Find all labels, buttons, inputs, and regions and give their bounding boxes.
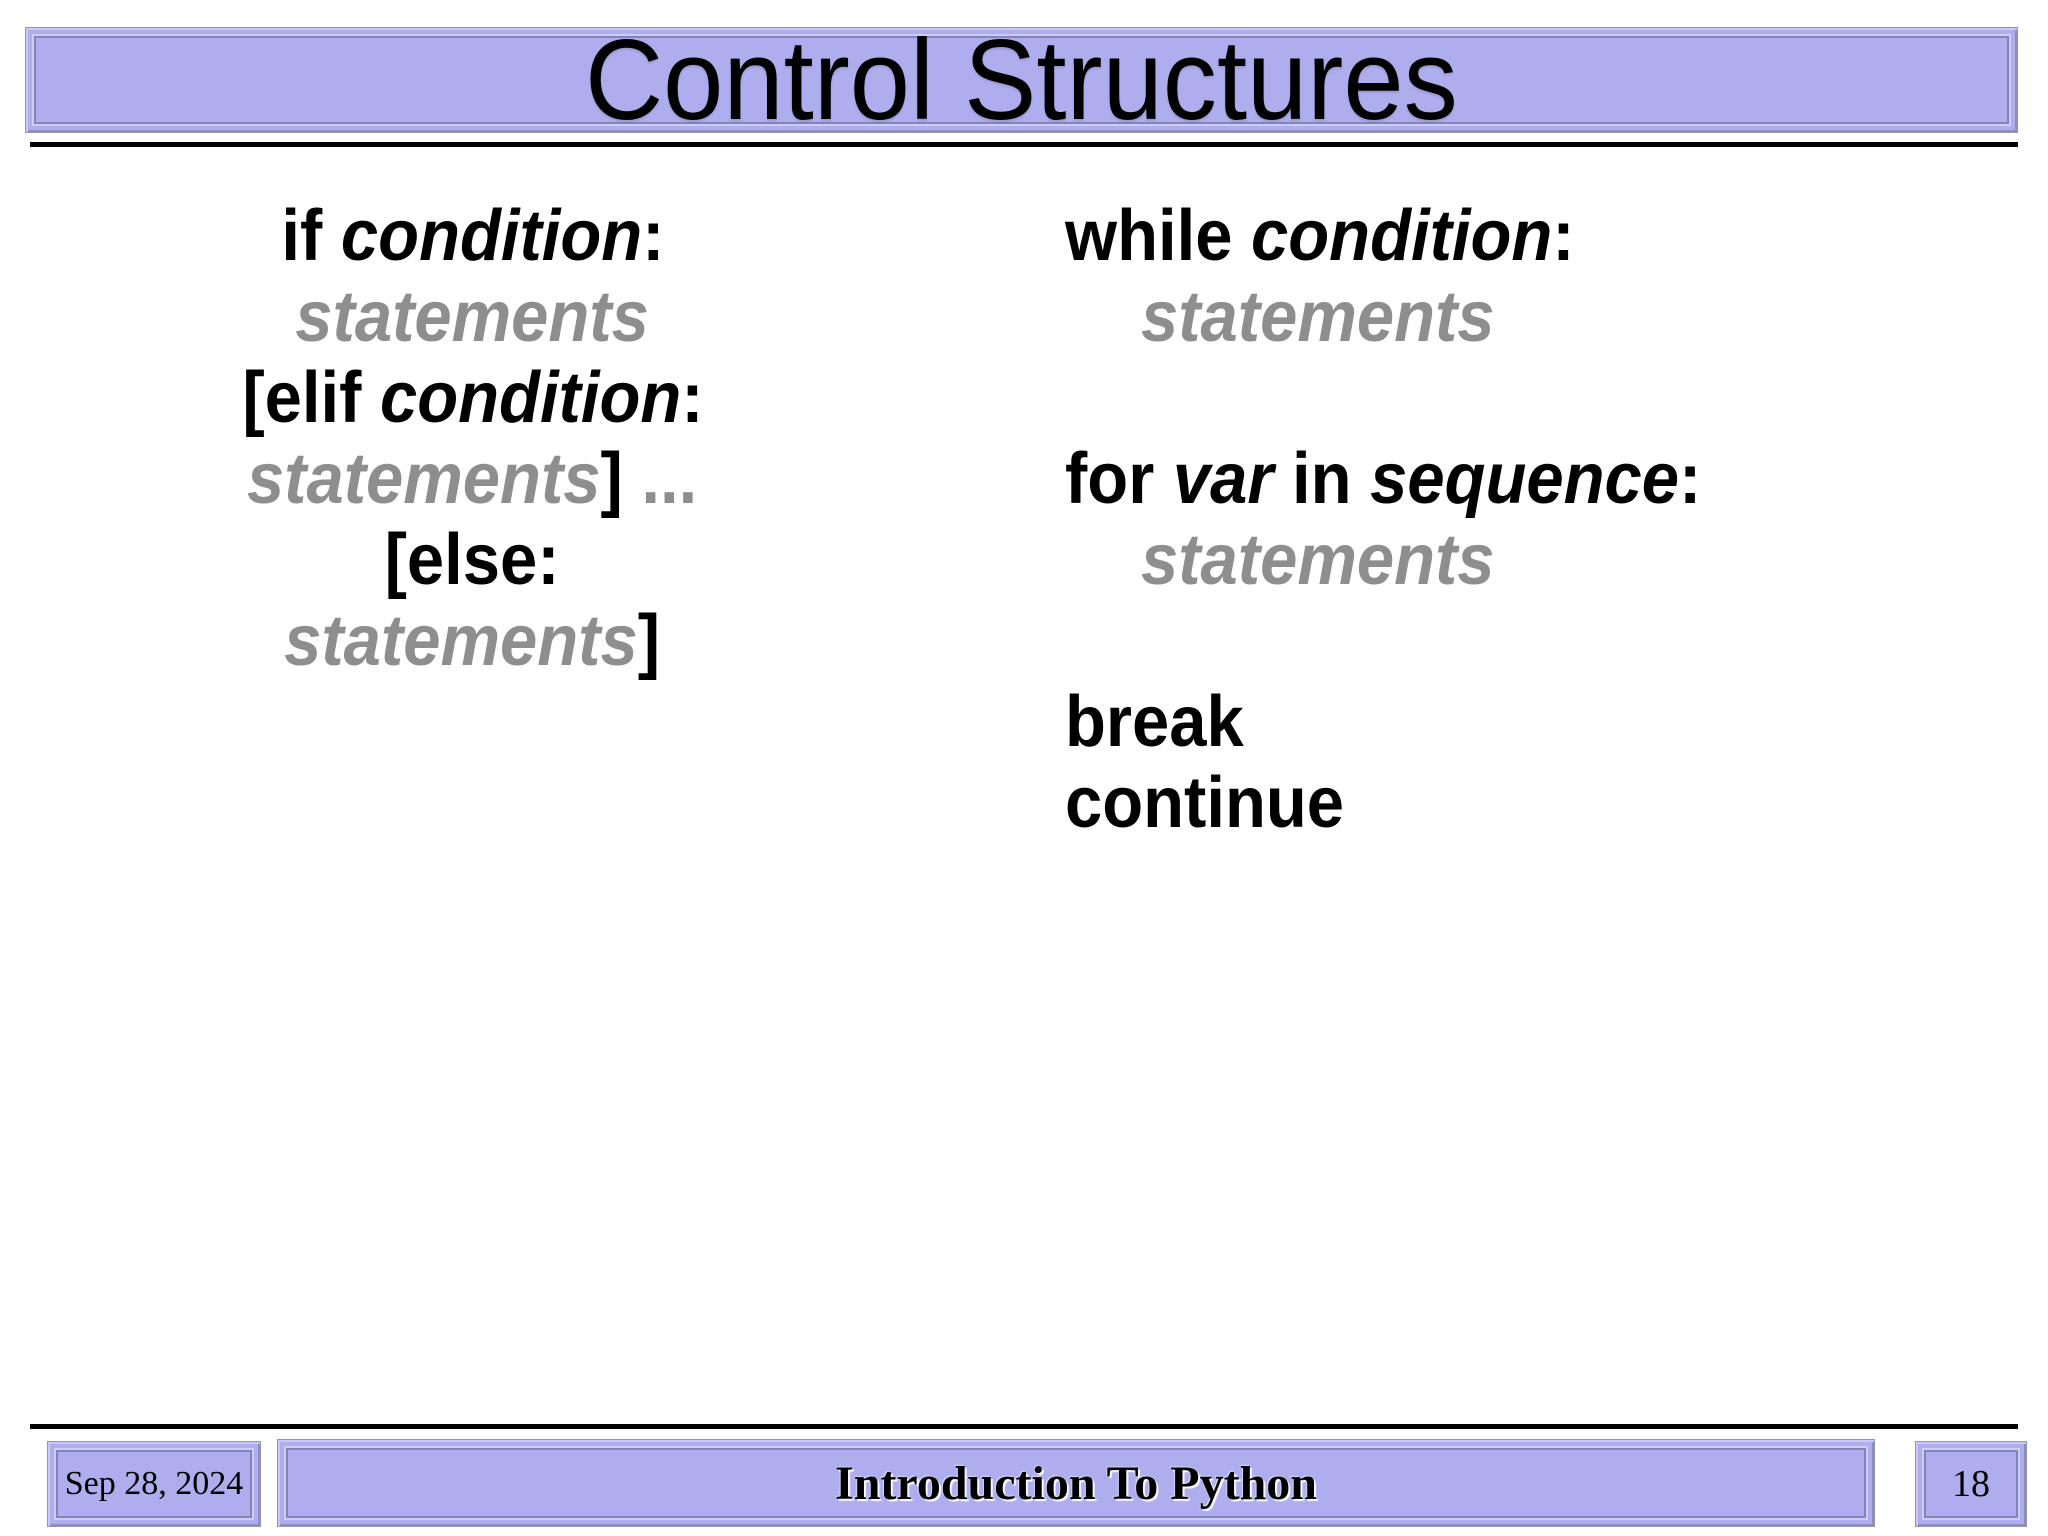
top-divider-line xyxy=(30,142,2018,147)
code-line: continue xyxy=(1065,763,1945,844)
code-segment-kw: ] xyxy=(638,601,661,681)
code-line-blank xyxy=(1065,601,1945,682)
code-line: statements xyxy=(1065,520,1945,601)
slide-date: Sep 28, 2024 xyxy=(64,1465,244,1502)
code-segment-var: var xyxy=(1172,439,1274,519)
code-segment-var: sequence xyxy=(1370,439,1680,519)
code-segment-kw: continue xyxy=(1065,763,1344,843)
code-segment-stmt: statements xyxy=(284,601,639,681)
code-line: statements xyxy=(1065,277,1945,358)
code-segment-kw: : xyxy=(680,358,704,438)
footer-date-box: Sep 28, 2024 xyxy=(47,1441,261,1527)
code-segment-kw: while xyxy=(1065,196,1252,276)
code-segment-var: condition xyxy=(1251,196,1553,276)
code-segment-kw: : xyxy=(641,196,665,276)
code-segment-kw: in xyxy=(1273,439,1371,519)
code-line: for var in sequence: xyxy=(1065,439,1945,520)
code-segment-var: condition xyxy=(340,196,642,276)
code-segment-kw: : xyxy=(1552,196,1575,276)
code-segment-stmt: statements xyxy=(295,277,650,357)
loop-syntax-block: while condition:statements for var in se… xyxy=(1065,196,1945,844)
code-segment-stmt: statements xyxy=(1141,520,1495,600)
code-line: statements] ... xyxy=(150,439,795,520)
conditional-syntax-block: if condition:statements[elif condition:s… xyxy=(150,196,795,682)
code-segment-kw: break xyxy=(1065,682,1244,762)
code-segment-kw: if xyxy=(280,196,341,276)
code-segment-kw: [elif xyxy=(241,358,380,438)
code-line: if condition: xyxy=(150,196,795,277)
presentation-title: Introduction To Python xyxy=(835,1456,1317,1510)
code-segment-kw: [else: xyxy=(385,520,560,600)
code-line: statements] xyxy=(150,601,795,682)
slide-title: Control Structures xyxy=(585,16,1458,144)
code-line: [else: xyxy=(150,520,795,601)
code-segment-stmt: statements xyxy=(247,439,601,519)
code-segment-kw: ] xyxy=(600,439,642,519)
code-segment-stmt: statements xyxy=(1141,277,1495,357)
page-number: 18 xyxy=(1952,1463,1990,1505)
code-line: while condition: xyxy=(1065,196,1945,277)
code-line: [elif condition: xyxy=(150,358,795,439)
code-line: break xyxy=(1065,682,1945,763)
title-banner: Control Structures xyxy=(25,17,2018,144)
footer-page-number-box: 18 xyxy=(1915,1441,2027,1527)
code-segment-kw: : xyxy=(1679,439,1702,519)
code-segment-ellipsis: ... xyxy=(641,439,698,519)
footer-title-box: Introduction To Python xyxy=(277,1439,1875,1527)
code-segment-kw: for xyxy=(1065,439,1173,519)
code-line: statements xyxy=(150,277,795,358)
bottom-divider-line xyxy=(30,1424,2018,1429)
code-segment-var: condition xyxy=(379,358,681,438)
code-line-blank xyxy=(1065,358,1945,439)
